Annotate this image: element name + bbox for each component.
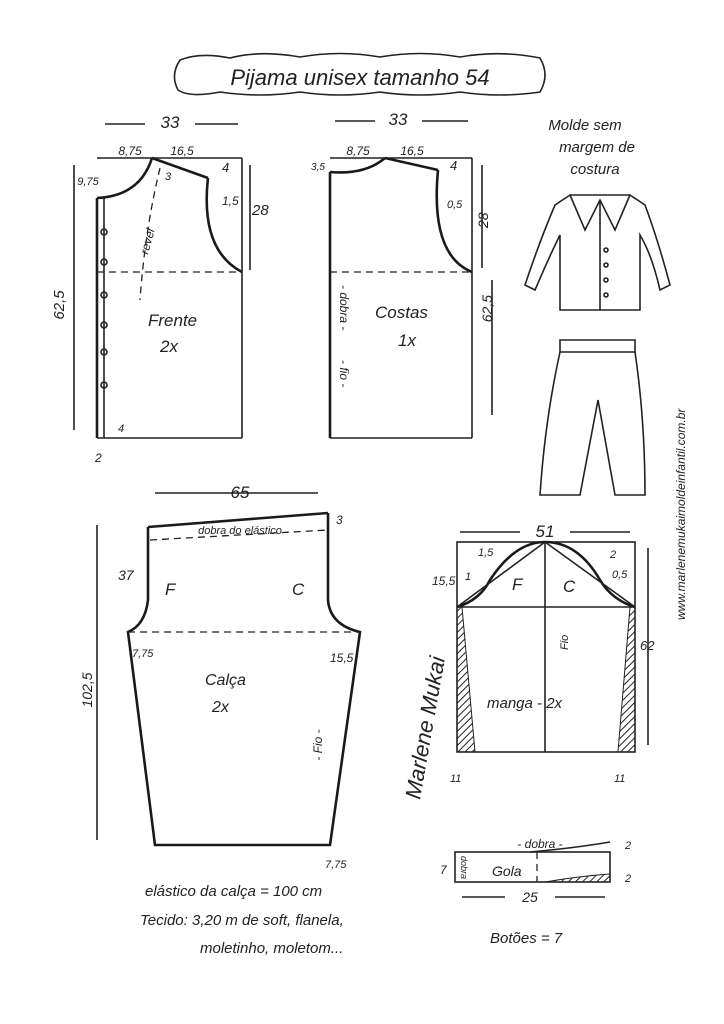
dim-width: 33 (161, 113, 180, 132)
dim-right-top: 2 (624, 840, 631, 852)
grain-label: Fio (559, 635, 571, 650)
dim-crotch-back: 15,5 (330, 651, 354, 665)
front-mark: F (165, 580, 177, 599)
dim-width: 51 (536, 522, 555, 541)
costas-piece: 33 8,75 16,5 3,5 4 0,5 28 - dobra - - fi… (311, 110, 495, 439)
dim-hem: 7,75 (325, 859, 347, 871)
dim-width: 33 (389, 110, 408, 129)
calca-piece: 65 dobra do elástico 3 37 F C 7,75 15,5 … (79, 483, 362, 871)
title-box: Pijama unisex tamanho 54 (173, 52, 546, 96)
dim-hem: 4 (118, 423, 124, 435)
dim-neck-depth: 9,75 (77, 176, 99, 188)
dim-neck: 8,75 (346, 144, 370, 158)
grain-label: - Fio - (311, 729, 325, 760)
dim-cap-front-2: 1 (465, 571, 471, 583)
fabric-note-cont: moletinho, moletom... (200, 940, 343, 957)
dim-length: 102,5 (79, 672, 95, 707)
back-mark: C (292, 580, 305, 599)
fold-label: - dobra - (337, 285, 351, 330)
pants-illustration (539, 339, 646, 496)
piece-label: manga - 2x (487, 695, 563, 712)
dim-shoulder-drop: 4 (450, 158, 457, 173)
dim-cuff-right: 11 (614, 773, 625, 785)
dim-armhole: 28 (251, 202, 269, 219)
back-mark: C (563, 577, 576, 596)
dim-neck-depth: 3,5 (311, 162, 325, 173)
dim-cap-front-1: 1,5 (478, 547, 494, 559)
piece-label: Costas (375, 303, 428, 322)
buttons-note: Botões = 7 (490, 930, 563, 947)
dim-width: 65 (231, 483, 250, 502)
dim-cap-back-2: 0,5 (612, 569, 628, 581)
dim-shoulder-drop: 4 (222, 160, 229, 175)
note-line: margem de (559, 139, 635, 156)
manga-piece: 51 15,5 1,5 1 2 0,5 F C Fio manga - 2x 6… (432, 522, 655, 785)
dim-armhole-curve: 0,5 (447, 199, 463, 211)
button-markers (100, 228, 108, 389)
frente-piece: 33 8,75 16,5 9,75 4 1,5 28 3 revel Frent… (51, 113, 269, 465)
dim-bottom: 2 (94, 451, 102, 465)
dim-shoulder: 16,5 (170, 144, 194, 158)
fabric-note: Tecido: 3,20 m de soft, flanela, (140, 912, 344, 929)
dim-shoulder: 16,5 (400, 144, 424, 158)
dim-length: 62 (640, 638, 655, 653)
signature: Marlene Mukai (400, 653, 450, 801)
dim-armhole: 28 (475, 212, 491, 229)
seam-note: Molde sem margem de costura (548, 117, 635, 178)
dim-cuff-left: 11 (450, 773, 461, 785)
grain-label: - fio - (337, 360, 351, 387)
dim-cap-back-1: 2 (609, 549, 616, 561)
piece-count: 2x (159, 337, 178, 356)
dim-neck: 8,75 (118, 144, 142, 158)
piece-label: Frente (148, 311, 197, 330)
front-mark: F (512, 575, 524, 594)
website-text: www.marlenemukaimoldeinfantil.com.br (674, 408, 688, 620)
dim-right-bottom: 2 (624, 873, 631, 885)
gola-piece: - dobra - dobra Gola 7 2 2 25 (440, 837, 631, 905)
dim-revel-offset: 3 (165, 171, 172, 183)
fold-label: dobra do elástico (198, 525, 282, 537)
dim-crotch-depth: 37 (118, 567, 135, 583)
revel-label: revel (137, 227, 157, 256)
note-line: Molde sem (548, 117, 621, 134)
elastic-note: elástico da calça = 100 cm (145, 883, 322, 900)
dim-armhole-curve: 1,5 (222, 194, 239, 208)
dim-crotch-front: 7,75 (132, 648, 154, 660)
page-title: Pijama unisex tamanho 54 (230, 65, 489, 90)
shirt-illustration (524, 194, 671, 311)
note-line: costura (570, 161, 619, 178)
fold-side-label: dobra (459, 856, 469, 879)
piece-count: 2x (211, 699, 230, 716)
piece-label: Calça (205, 672, 246, 689)
fold-label: - dobra - (517, 837, 562, 851)
dim-length: 62,5 (51, 290, 68, 320)
dim-width: 25 (521, 889, 538, 905)
dim-height: 7 (440, 863, 448, 877)
piece-count: 1x (398, 331, 416, 350)
piece-label: Gola (492, 863, 522, 879)
dim-cap-height: 15,5 (432, 574, 456, 588)
dim-waist: 3 (336, 513, 343, 527)
dim-length: 62,5 (479, 295, 495, 322)
